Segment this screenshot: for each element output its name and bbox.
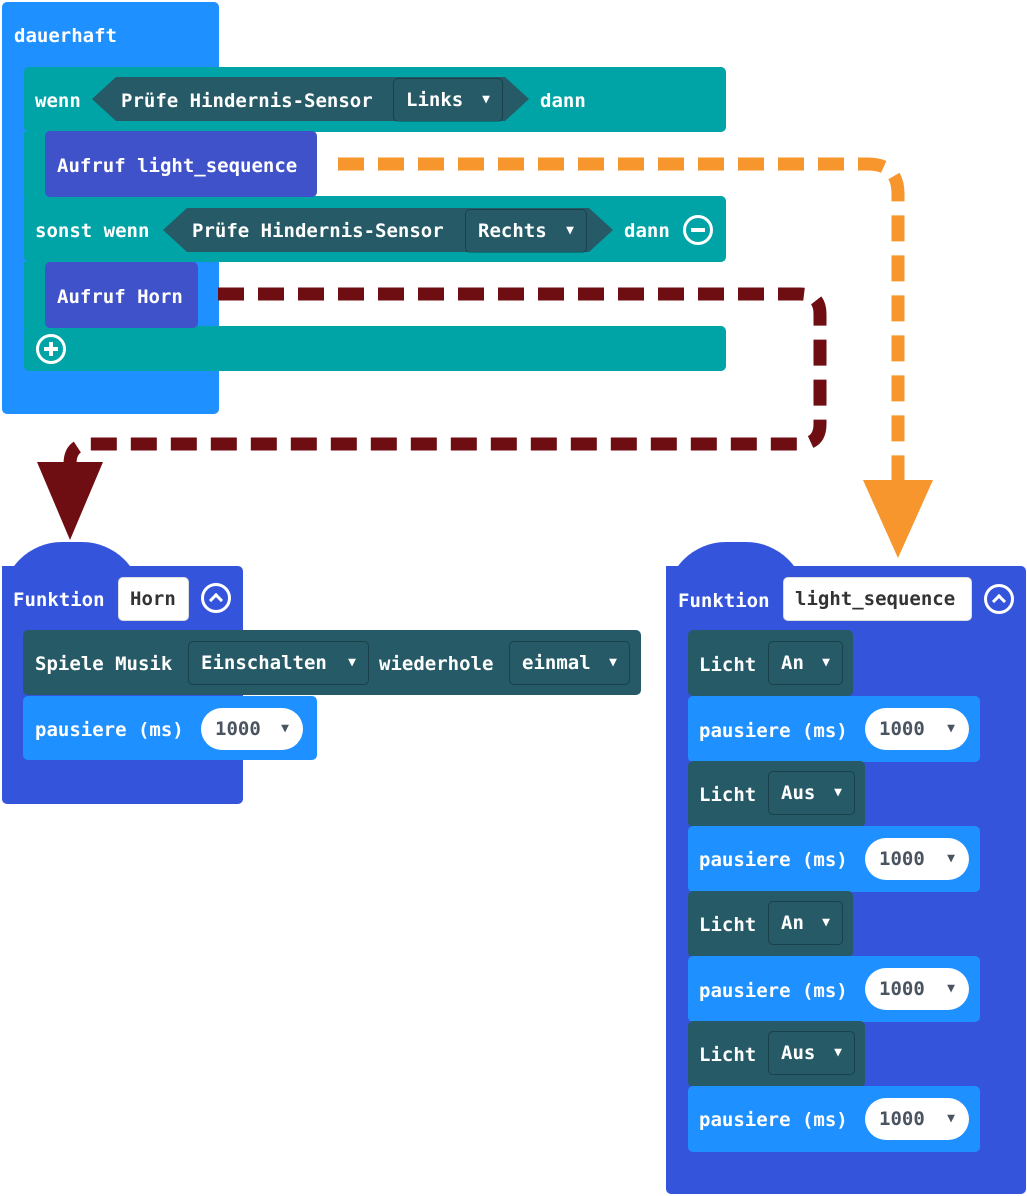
sensor-dropdown-rechts[interactable]: Rechts▼ — [465, 209, 587, 253]
chevron-up-circle-icon[interactable] — [201, 583, 231, 613]
play-music-block[interactable] — [23, 630, 641, 695]
caret-down-icon: ▼ — [947, 1111, 955, 1126]
caret-down-icon: ▼ — [947, 721, 955, 736]
caret-down-icon: ▼ — [348, 655, 356, 670]
caret-down-icon: ▼ — [609, 655, 617, 670]
pause-label: pausiere (ms) — [699, 849, 848, 871]
pause-value-field[interactable]: 1000▼ — [201, 708, 303, 750]
light-off-block[interactable] — [688, 761, 865, 827]
else-if-spine — [24, 262, 48, 328]
caret-down-icon: ▼ — [566, 223, 574, 238]
light-label: Licht — [699, 784, 757, 806]
pause-label: pausiere (ms) — [699, 720, 848, 742]
light-off-block[interactable] — [688, 1021, 865, 1087]
call-horn-label: Aufruf Horn — [57, 286, 183, 308]
minus-circle-icon[interactable] — [683, 215, 713, 245]
if-block-footer — [24, 326, 726, 371]
melody-dropdown[interactable]: Einschalten▼ — [188, 641, 369, 685]
pause-label: pausiere (ms) — [699, 980, 848, 1002]
caret-down-icon: ▼ — [822, 655, 830, 670]
caret-down-icon: ▼ — [947, 851, 955, 866]
pause-value-field[interactable]: 1000▼ — [865, 838, 969, 880]
condition-right-label: Prüfe Hindernis-Sensor — [192, 220, 444, 242]
plus-circle-icon[interactable] — [36, 334, 66, 364]
pause-label: pausiere (ms) — [699, 1109, 848, 1131]
sensor-dropdown-links[interactable]: Links▼ — [393, 78, 503, 122]
pause-value-field[interactable]: 1000▼ — [865, 968, 969, 1010]
pause-value-field[interactable]: 1000▼ — [865, 708, 969, 750]
forever-label: dauerhaft — [14, 25, 117, 47]
pause-label: pausiere (ms) — [35, 719, 184, 741]
light-state-dropdown[interactable]: Aus▼ — [768, 771, 855, 815]
chevron-up-circle-icon[interactable] — [984, 584, 1014, 614]
arrowhead-orange — [863, 480, 933, 558]
play-music-label: Spiele Musik — [35, 653, 173, 675]
call-light-sequence-label: Aufruf light_sequence — [57, 155, 298, 177]
function-light-keyword: Funktion — [678, 590, 770, 612]
caret-down-icon: ▼ — [281, 721, 289, 736]
repeat-dropdown[interactable]: einmal▼ — [509, 641, 630, 685]
function-horn-name-field[interactable]: Horn — [118, 577, 189, 621]
condition-right-sensor[interactable] — [163, 208, 613, 252]
if-label: wenn — [35, 90, 81, 112]
caret-down-icon: ▼ — [834, 1045, 842, 1060]
repeat-label: wiederhole — [379, 653, 494, 675]
caret-down-icon: ▼ — [947, 981, 955, 996]
call-horn-block[interactable] — [45, 262, 198, 328]
arrow-to-light-sequence — [338, 157, 905, 480]
caret-down-icon: ▼ — [482, 92, 490, 107]
condition-left-label: Prüfe Hindernis-Sensor — [121, 90, 373, 112]
condition-left-sensor[interactable] — [92, 77, 529, 121]
call-light-sequence-block[interactable] — [45, 131, 317, 197]
caret-down-icon: ▼ — [834, 785, 842, 800]
then-label-1: dann — [540, 90, 586, 112]
function-horn-keyword: Funktion — [13, 589, 105, 611]
function-light-name-field[interactable]: light_sequence — [783, 577, 972, 621]
arrow-to-horn — [63, 287, 827, 470]
arrowhead-darkred — [37, 462, 103, 540]
else-if-label: sonst wenn — [35, 220, 150, 242]
if-block-spine — [24, 132, 48, 198]
light-state-dropdown[interactable]: An▼ — [768, 641, 843, 685]
light-label: Licht — [699, 654, 757, 676]
light-label: Licht — [699, 1044, 757, 1066]
caret-down-icon: ▼ — [822, 915, 830, 930]
light-state-dropdown[interactable]: Aus▼ — [768, 1031, 855, 1075]
light-label: Licht — [699, 914, 757, 936]
then-label-2: dann — [624, 220, 670, 242]
pause-value-field[interactable]: 1000▼ — [865, 1098, 969, 1140]
light-state-dropdown[interactable]: An▼ — [768, 901, 843, 945]
